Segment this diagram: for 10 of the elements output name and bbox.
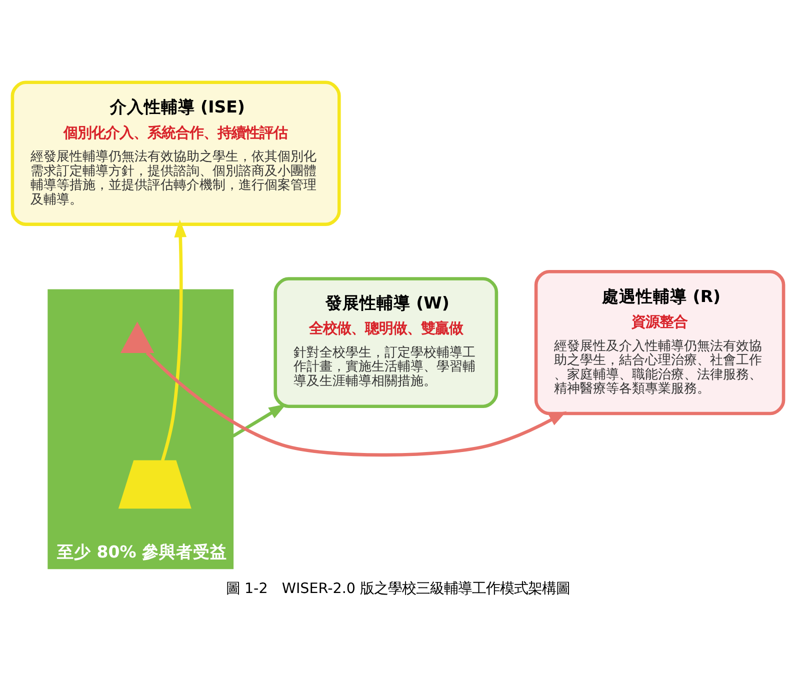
node-box: 介入性輔導 (ISE) 個別化介入、系統合作、持續性評估 經發展性輔導仍無法有效協助之學生，依其個別化需求訂定輔導方針，提供諮詢、個別諮商及小團體輔導等措施，並提供評估轉介機制，進行個案管理及輔導。 [10, 80, 341, 226]
node-box: 發展性輔導 (W) 全校做、聰明做、雙贏做 針對全校學生，訂定學校輔導工作計畫，實施生活輔導、學習輔導及生涯輔導相關措施。 [274, 277, 498, 408]
arrow [146, 352, 567, 457]
node-box [118, 460, 192, 509]
caption: 圖 1-2 WISER-2.0 版之學校三級輔導工作模式架構圖 [226, 581, 570, 598]
node-triangle [120, 322, 154, 353]
cluster: 至少 80% 參與者受益 [48, 289, 234, 570]
node-box: 處遇性輔導 (R) 資源整合 經發展性及介入性輔導仍無法有效協助之學生，結合心理治療、社會工作、家庭輔導、職能治療、法律服務、精神醫療等各類專業服務。 [534, 270, 786, 416]
arrow [160, 220, 187, 462]
arrow [232, 404, 286, 438]
